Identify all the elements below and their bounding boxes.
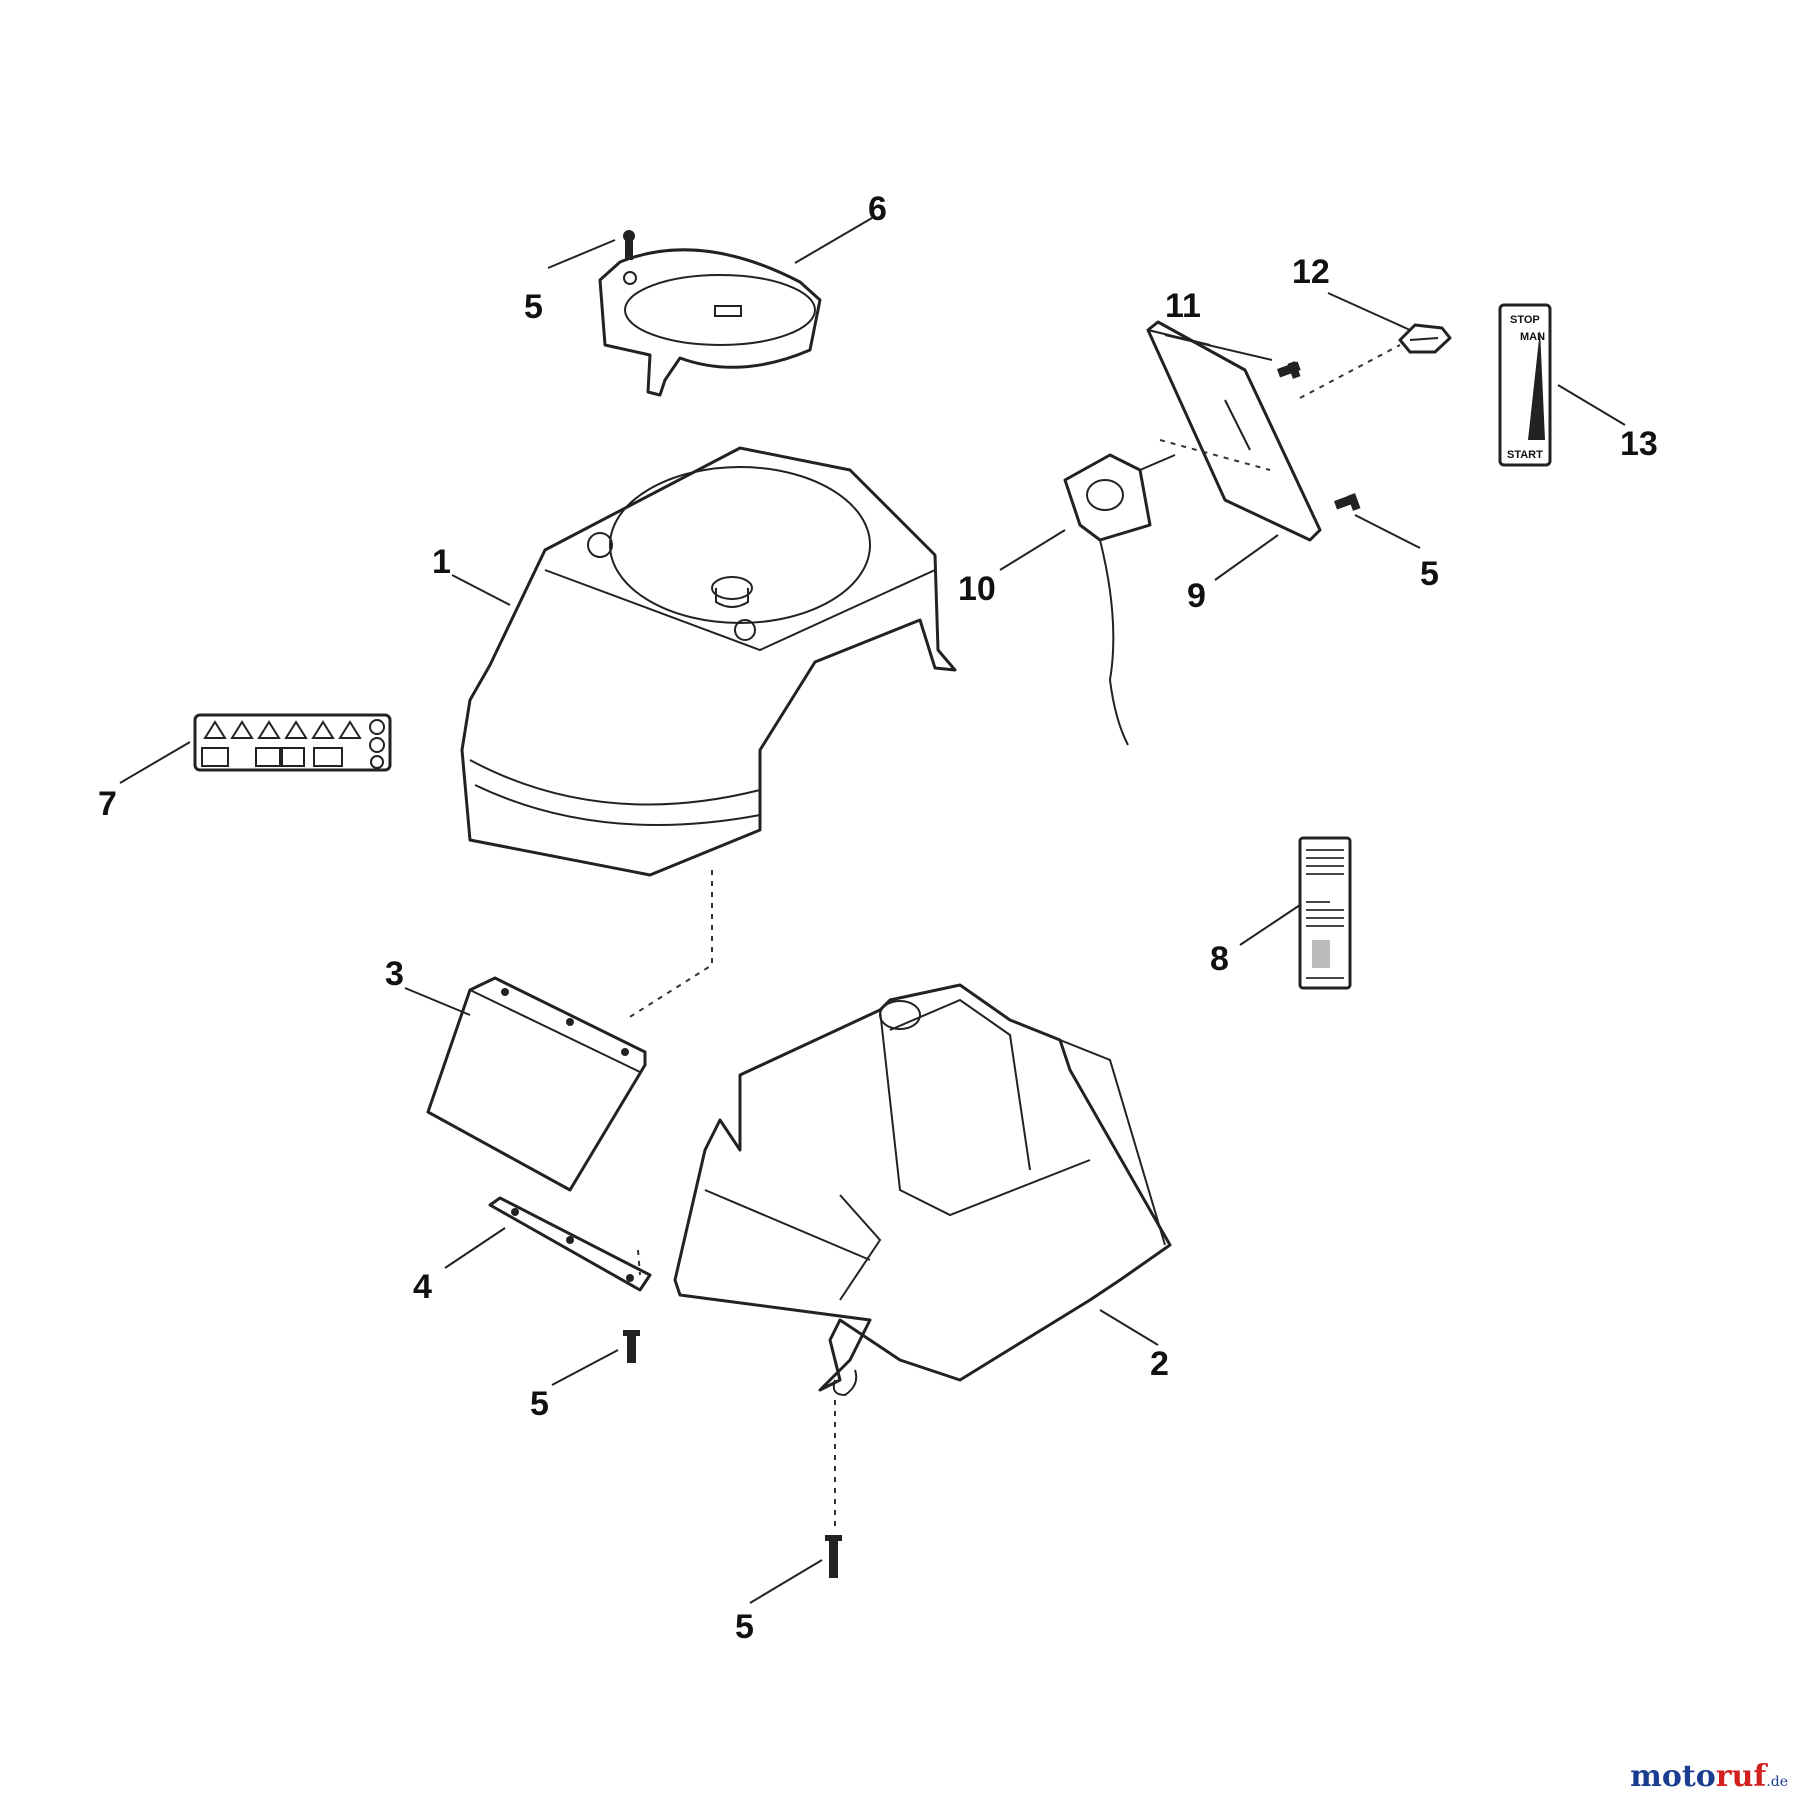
watermark-part1: moto	[1630, 1759, 1716, 1794]
part-3-flap-plate	[426, 976, 647, 1192]
callout-6: 6	[868, 190, 887, 228]
callout-5-top: 5	[524, 288, 543, 326]
callout-5-right: 5	[1420, 555, 1439, 593]
decal-13-start-text: START	[1507, 449, 1543, 461]
callout-12: 12	[1292, 253, 1330, 291]
decal-13-stop-text: STOP	[1510, 314, 1540, 326]
part-6-deflector-ring	[598, 248, 822, 397]
callout-1: 1	[432, 543, 451, 581]
part-1-housing	[460, 446, 957, 877]
part-7-warning-decal	[193, 713, 392, 772]
watermark-part2: ruf	[1715, 1759, 1767, 1794]
screw-5-top	[623, 230, 635, 260]
callout-13: 13	[1620, 425, 1658, 463]
part-10-throttle-control	[1063, 453, 1176, 746]
callout-5-bottom: 5	[735, 1608, 754, 1646]
callout-8: 8	[1210, 940, 1229, 978]
part-8-instruction-decal	[1298, 836, 1352, 990]
screw-5-right	[1333, 493, 1361, 511]
callout-9: 9	[1187, 577, 1206, 615]
callout-7: 7	[98, 785, 117, 823]
leader-lines	[119, 217, 1626, 1604]
watermark-logo: motoruf.de	[1630, 1759, 1788, 1794]
callout-2: 2	[1150, 1345, 1169, 1383]
callout-4: 4	[413, 1268, 432, 1306]
part-13-throttle-decal: STOP MAN START	[1498, 303, 1552, 467]
assembly-line-knob	[1299, 344, 1401, 399]
part-4-mounting-strip	[488, 1196, 652, 1292]
screw-5-lower-left	[623, 1330, 640, 1363]
assembly-line-housing-flap	[624, 870, 713, 1021]
part-9-control-plate	[1146, 320, 1322, 542]
screw-11	[1276, 361, 1301, 379]
assembly-line-strip	[637, 1249, 641, 1276]
part-12-knob	[1398, 323, 1452, 354]
assembly-line-control	[1159, 439, 1271, 471]
part-2-chute	[673, 983, 1172, 1397]
screw-5-bottom	[825, 1535, 842, 1578]
callout-5-lower-left: 5	[530, 1385, 549, 1423]
watermark-part3: .de	[1766, 1774, 1788, 1790]
callout-10: 10	[958, 570, 996, 608]
decal-13-man-text: MAN	[1520, 331, 1545, 343]
callout-11: 11	[1165, 287, 1201, 325]
callout-3: 3	[385, 955, 404, 993]
